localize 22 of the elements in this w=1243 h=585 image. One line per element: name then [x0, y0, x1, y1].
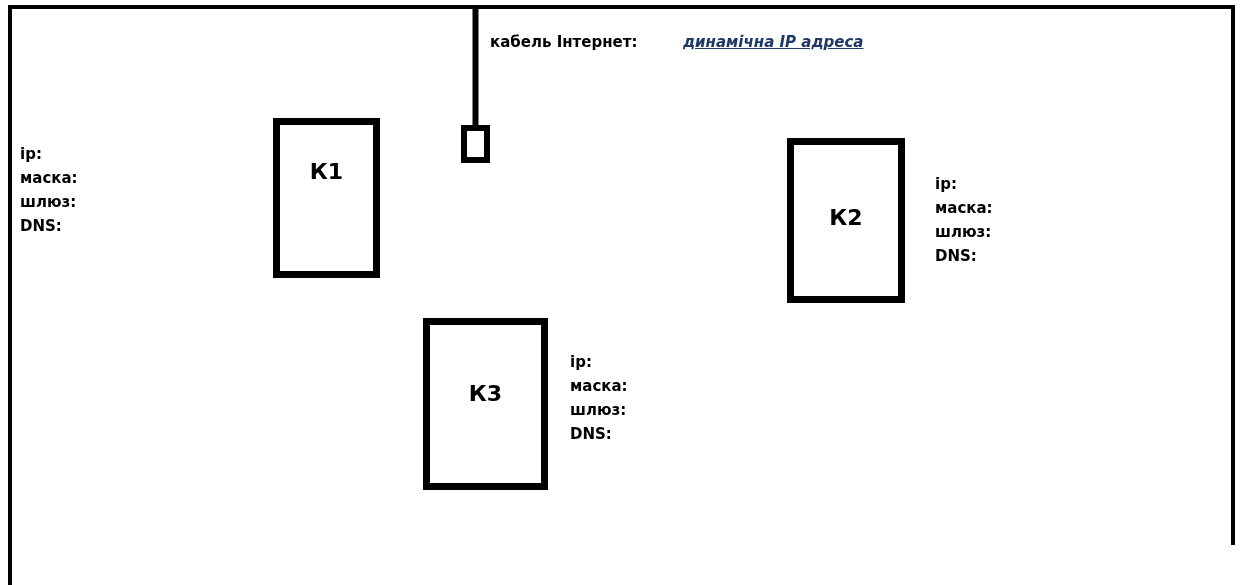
field-label: DNS:: [20, 216, 63, 237]
node-label: К3: [468, 381, 503, 406]
field-label: шлюз:: [20, 192, 78, 213]
connector-socket: [461, 125, 490, 163]
field-label: маска:: [935, 198, 993, 219]
field-label: ip:: [935, 174, 958, 195]
cable-label: кабель Інтернет:: [490, 33, 638, 51]
field-label: DNS:: [570, 424, 613, 445]
address-note: динамічна IP адреса: [683, 33, 864, 51]
field-label: шлюз:: [935, 222, 993, 243]
computer-box: [423, 318, 548, 490]
computer-box: [273, 118, 380, 278]
field-label: маска:: [570, 376, 628, 397]
node-label: К1: [309, 159, 344, 184]
field-label: ip:: [20, 144, 43, 165]
field-label: шлюз:: [570, 400, 628, 421]
field-label: DNS:: [935, 246, 978, 267]
computer-box: [787, 138, 905, 303]
field-label: ip:: [570, 352, 593, 373]
cable-line: [472, 9, 479, 125]
node-label: К2: [829, 205, 863, 230]
field-label: маска:: [20, 168, 78, 189]
